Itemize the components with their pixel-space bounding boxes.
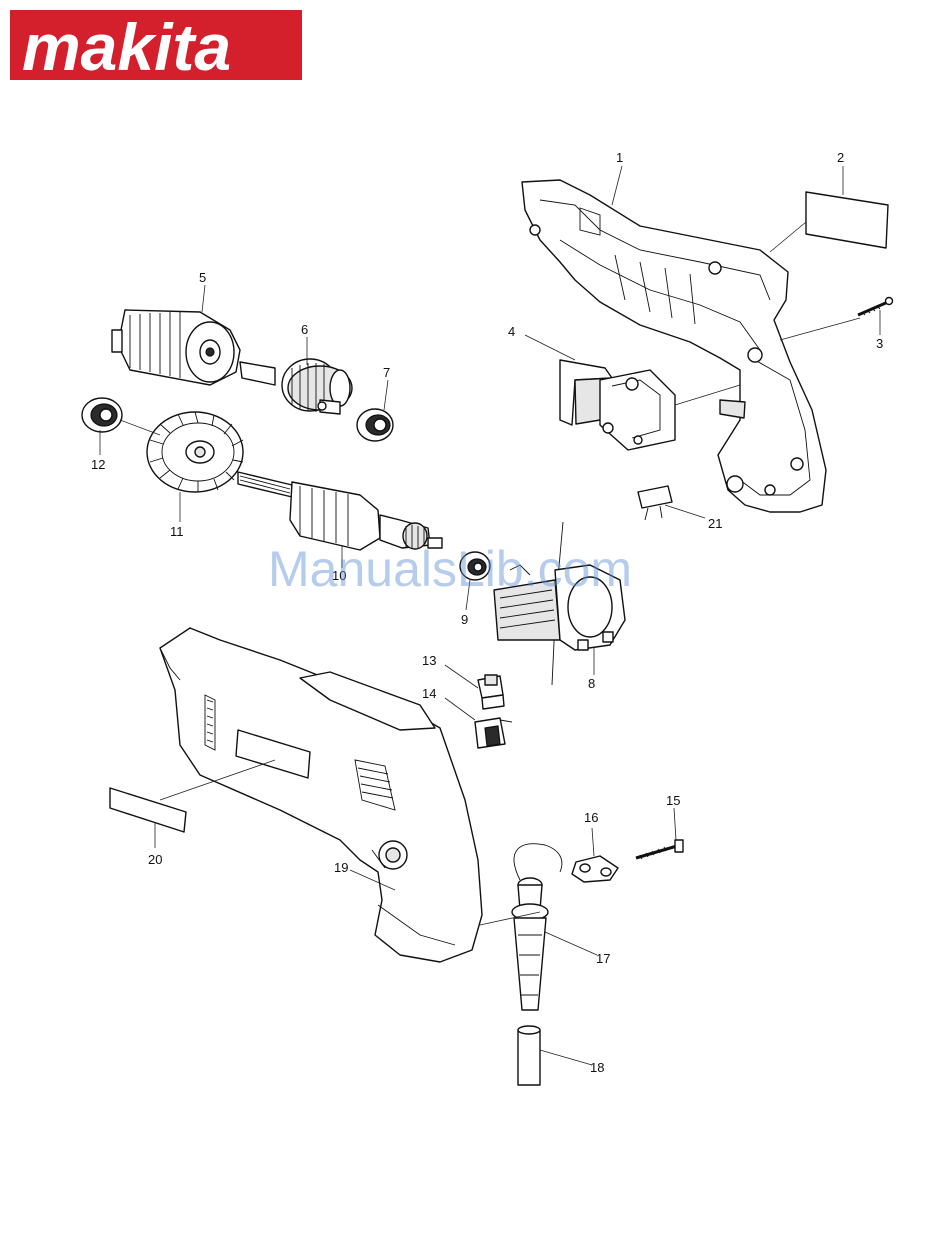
part-16-strain-relief — [572, 856, 618, 882]
callout-16: 16 — [584, 810, 598, 825]
callout-17: 17 — [596, 951, 610, 966]
callout-14: 14 — [422, 686, 436, 701]
callout-13: 13 — [422, 653, 436, 668]
callout-3: 3 — [876, 336, 883, 351]
part-2-label-plate — [806, 192, 888, 248]
watermark: ManualsLib.com — [268, 541, 632, 597]
makita-logo: makita ® — [10, 10, 302, 84]
part-18-cord-sleeve — [518, 1026, 540, 1085]
part-1-housing-half — [522, 180, 826, 512]
callout-7: 7 — [383, 365, 390, 380]
registered-mark: ® — [286, 16, 294, 27]
logo-wordmark: makita — [22, 10, 231, 84]
part-7-ball-bearing — [357, 409, 393, 441]
part-4-switch — [560, 360, 675, 450]
part-3-screw — [858, 298, 893, 316]
callout-6: 6 — [301, 322, 308, 337]
part-13-brush-holder — [478, 675, 504, 709]
callout-20: 20 — [148, 852, 162, 867]
callout-19: 19 — [334, 860, 348, 875]
part-10-armature — [238, 472, 442, 550]
callout-2: 2 — [837, 150, 844, 165]
callout-21: 21 — [708, 516, 722, 531]
part-6-spindle — [240, 359, 352, 414]
callout-8: 8 — [588, 676, 595, 691]
callout-5: 5 — [199, 270, 206, 285]
callout-1: 1 — [616, 150, 623, 165]
part-12-ball-bearing — [82, 398, 122, 432]
callout-11: 11 — [170, 524, 184, 539]
callout-4: 4 — [508, 324, 515, 339]
part-17-cord-guard — [512, 844, 562, 1010]
part-21-noise-suppressor — [638, 486, 672, 520]
part-15-screw — [636, 840, 683, 859]
part-11-fan — [147, 412, 243, 492]
callout-15: 15 — [666, 793, 680, 808]
part-14-carbon-brush — [475, 718, 512, 748]
callout-12: 12 — [91, 457, 105, 472]
part-19-housing — [160, 628, 482, 962]
part-5-drill-chuck — [112, 310, 240, 385]
callout-18: 18 — [590, 1060, 604, 1075]
callout-9: 9 — [461, 612, 468, 627]
